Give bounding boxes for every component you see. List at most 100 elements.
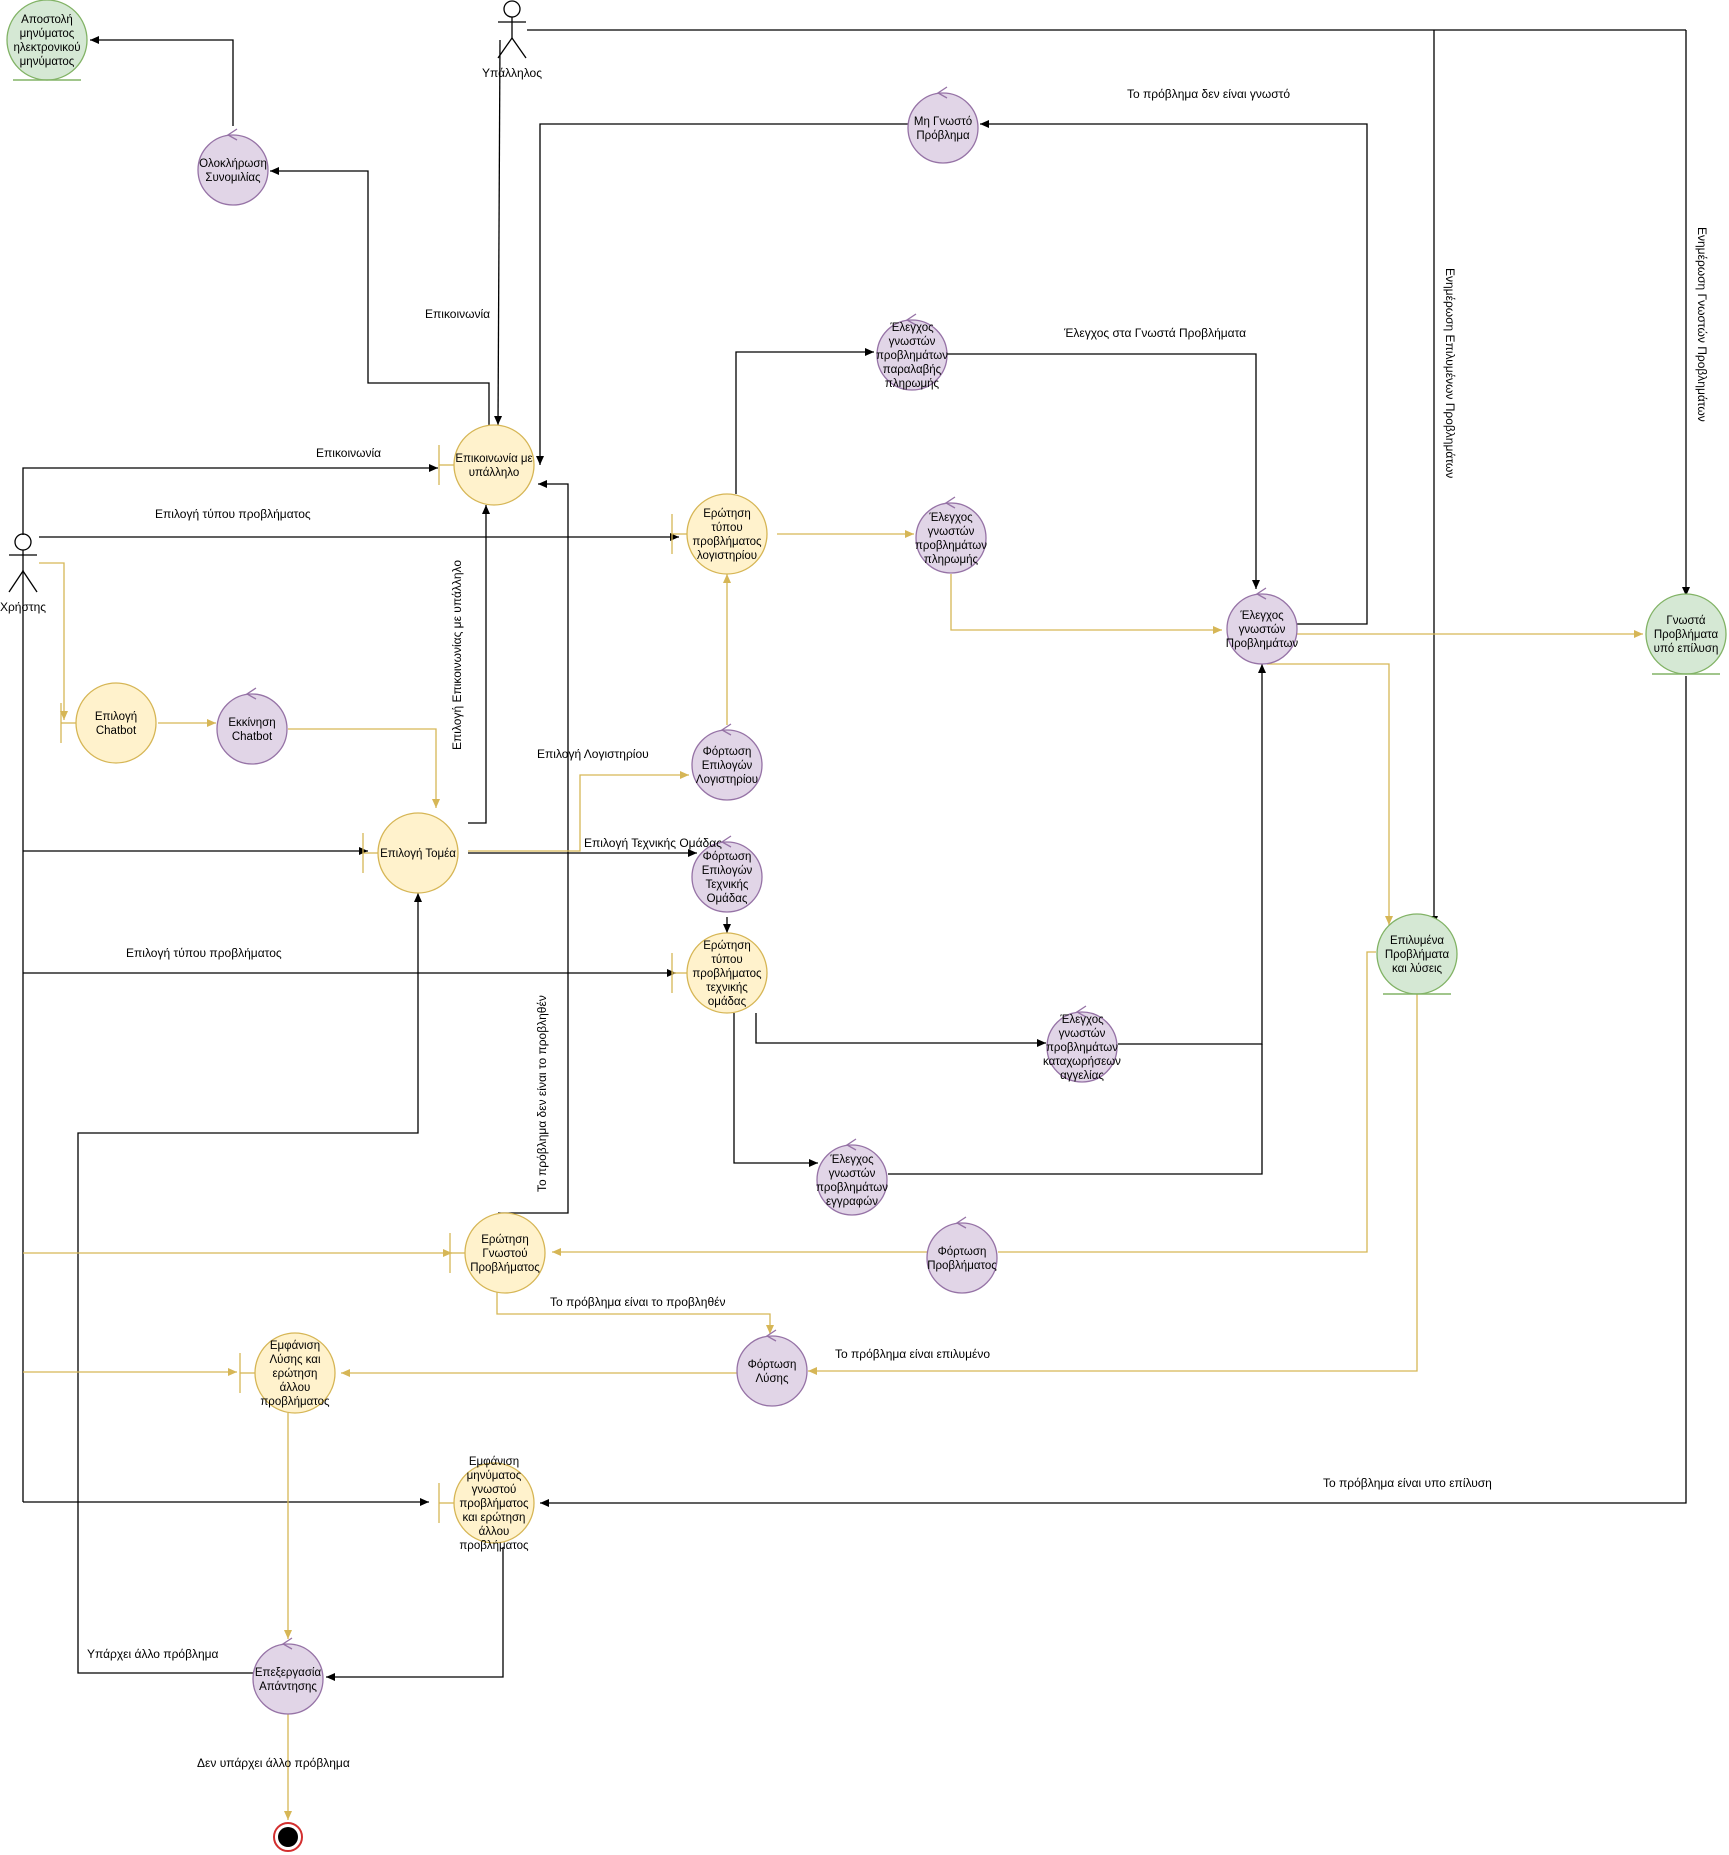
node-label: Μη Γνωστό	[914, 116, 972, 128]
edge-reg-to-check-known	[888, 1044, 1263, 1175]
label-choose-contact-emp: Επιλογή Επικοινωνίας με υπάλληλο	[450, 560, 464, 750]
node-label: Φόρτωση	[938, 1246, 987, 1258]
node-label: Ερώτηση	[703, 940, 750, 952]
node-label: Εμφάνιση	[270, 1340, 320, 1352]
label-choose-tech: Επιλογή Τεχνικής Ομάδας	[584, 836, 722, 850]
node-label: Λογιστηρίου	[696, 774, 758, 786]
node-choose-sector[interactable]: Επιλογή Τομέα	[362, 812, 459, 894]
node-label: Εκκίνηση	[228, 717, 275, 729]
node-label: εγγραφών	[826, 1196, 878, 1208]
node-label: παραλαβής	[883, 364, 942, 376]
edge-employee-to-contact	[494, 39, 503, 426]
node-label: προβλήματος	[692, 536, 762, 548]
node-label: Επιλογών	[702, 760, 753, 772]
label-other-problem: Υπάρχει άλλο πρόβλημα	[87, 1647, 219, 1661]
node-label: Φόρτωση	[703, 746, 752, 758]
node-label: Επικοινωνία με	[455, 453, 532, 465]
end-state	[273, 1822, 303, 1852]
node-label: Λύσης	[755, 1373, 788, 1385]
node-label: Απάντησης	[259, 1681, 317, 1693]
edge-check-known-to-solved	[1267, 663, 1393, 925]
node-label: λογιστηρίου	[697, 550, 757, 562]
node-label: γνωστών	[1059, 1028, 1106, 1040]
node-label: Έλεγχος	[1239, 610, 1284, 622]
label-not-known: Το πρόβλημα δεν είναι γνωστό	[1127, 87, 1290, 101]
node-label: ηλεκτρονικού	[13, 42, 80, 54]
node-label: μηνύματος	[20, 56, 75, 68]
node-label: Έλεγχος	[889, 322, 934, 334]
node-label: αγγελίας	[1060, 1070, 1104, 1082]
node-label: προβλήματος	[260, 1396, 330, 1408]
node-label: υπό επίλυση	[1654, 643, 1719, 655]
node-label: γνωστών	[889, 336, 936, 348]
node-label: ομάδας	[708, 996, 747, 1008]
node-label: τεχνικής	[706, 982, 748, 994]
edge-solved-to-load-solution	[808, 992, 1418, 1375]
nodes: ΑποστολήμηνύματοςηλεκτρονικούμηνύματοςΟλ…	[6, 0, 1727, 1715]
edge-ask-tech-to-reg	[733, 1013, 818, 1167]
edge-labels: Το πρόβλημα δεν είναι γνωστό Επικοινωνία…	[87, 87, 1709, 1770]
edge-ads-to-check-known	[1118, 664, 1266, 1045]
actor-user[interactable]: Χρήστης	[0, 533, 46, 614]
node-label: άλλου	[280, 1382, 311, 1394]
label-check-in-known: Έλεγχος στα Γνωστά Προβλήματα	[1063, 326, 1246, 340]
node-label: καταχωρήσεων	[1043, 1056, 1121, 1068]
node-label: Φόρτωση	[748, 1359, 797, 1371]
node-label: ερώτηση	[273, 1368, 318, 1380]
label-choose-type-2: Επιλογή τύπου προβλήματος	[126, 946, 282, 960]
edge-unknown-to-contact	[536, 123, 910, 465]
node-label: και ερώτηση	[463, 1512, 526, 1524]
actor-employee[interactable]: Υπάλληλος	[482, 0, 542, 80]
node-label: Επιλογών	[702, 865, 753, 877]
edge-start-to-sector	[288, 728, 440, 808]
node-label: Λύσης και	[269, 1354, 320, 1366]
edge-sector-to-contact	[468, 505, 490, 824]
label-choose-type-1: Επιλογή τύπου προβλήματος	[155, 507, 311, 521]
node-label: Αποστολή	[21, 14, 73, 26]
label-under-resolution: Το πρόβλημα είναι υπο επίλυση	[1323, 1476, 1492, 1490]
edge-end-chat-to-email	[90, 36, 234, 126]
node-label: τύπου	[711, 954, 742, 966]
node-check-ads[interactable]: Έλεγχοςγνωστώνπροβλημάτωνκαταχωρήσεωναγγ…	[1043, 1005, 1121, 1083]
actor-user-label: Χρήστης	[0, 600, 46, 614]
node-label: Συνομιλίας	[205, 172, 261, 184]
edge-user-contact	[22, 464, 438, 535]
edge-check-known-to-unknown	[980, 120, 1368, 625]
node-label: Επιλογή	[95, 711, 137, 723]
node-label: προβλημάτων	[876, 350, 948, 362]
node-label: Προβλημάτων	[1226, 638, 1299, 650]
node-label: γνωστού	[472, 1484, 517, 1496]
node-label: και λύσεις	[1392, 963, 1443, 975]
node-label: γνωστών	[1239, 624, 1286, 636]
node-label: Έλεγχος	[829, 1154, 874, 1166]
edge-process-to-sector	[77, 893, 422, 1674]
node-check-receipt[interactable]: Έλεγχοςγνωστώνπροβλημάτωνπαραλαβήςπληρωμ…	[876, 313, 948, 391]
node-label: γνωστών	[829, 1168, 876, 1180]
label-is-the-problem: Το πρόβλημα είναι το προβληθέν	[550, 1295, 725, 1309]
node-label: προβλημάτων	[915, 540, 987, 552]
label-contact-top: Επικοινωνία	[425, 307, 490, 321]
node-label: Φόρτωση	[703, 851, 752, 863]
